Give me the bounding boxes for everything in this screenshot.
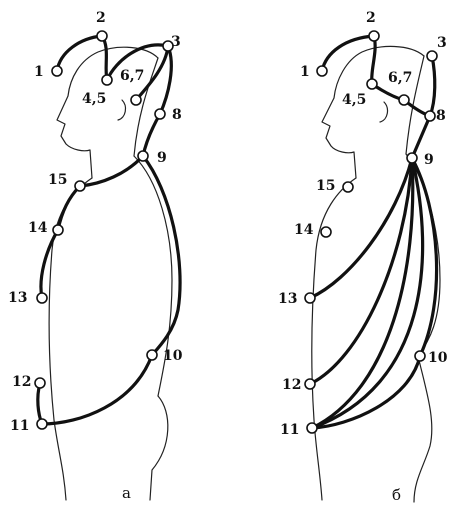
figure-b-label-4-5: 4,5: [342, 92, 366, 108]
figure-b-label-9: 9: [424, 152, 434, 168]
figure-b-label-2: 2: [366, 10, 376, 26]
figure-a-label-8: 8: [172, 107, 182, 123]
figure-b-label-11: 11: [280, 422, 299, 438]
figure-a-line-2-45: [102, 36, 107, 80]
figure-b-point-2: [369, 31, 379, 41]
figure-b-caption: б: [392, 486, 401, 504]
figure-b-point-14: [321, 227, 331, 237]
figure-b-label-1: 1: [300, 64, 310, 80]
figure-a-point-9: [138, 151, 148, 161]
figure-b-point-1: [317, 66, 327, 76]
figure-b-point-10: [415, 351, 425, 361]
figure-a-buttock: [150, 396, 168, 500]
figure-a-ear: [118, 100, 125, 120]
figure-b-line-1-2: [322, 36, 374, 71]
figure-b-buttock: [414, 356, 432, 502]
figure-b-label-8: 8: [436, 108, 446, 124]
figure-a-point-8: [155, 109, 165, 119]
figure-a-point-15: [75, 181, 85, 191]
figure-a-label-12: 12: [12, 374, 31, 390]
figure-b-label-10: 10: [428, 350, 448, 366]
figure-a-label-11: 11: [10, 418, 29, 434]
figure-a-label-9: 9: [157, 150, 167, 166]
figure-a-point-6-7: [131, 95, 141, 105]
figure-b-point-11: [307, 423, 317, 433]
figure-a-label-14: 14: [28, 220, 48, 236]
figure-a-caption: а: [122, 484, 131, 502]
figure-a-line-12-11: [38, 383, 42, 424]
figure-a-label-3: 3: [171, 34, 181, 50]
figure-a-point-14: [53, 225, 63, 235]
figure-a-line-9-10: [143, 156, 180, 355]
figure-b-point-9: [407, 153, 417, 163]
figure-b-point-4-5: [367, 79, 377, 89]
figure-b-label-14: 14: [294, 222, 314, 238]
figure-b-front-outline: [312, 178, 356, 500]
figure-a-point-1: [52, 66, 62, 76]
figure-a-point-2: [97, 31, 107, 41]
figure-b-line-9-11-outer: [312, 158, 423, 428]
figure-b-label-15: 15: [316, 178, 335, 194]
figure-a-line-15-14: [58, 186, 80, 230]
figure-b-label-13: 13: [278, 291, 297, 307]
figure-a-point-12: [35, 378, 45, 388]
figure-b-point-3: [427, 51, 437, 61]
figure-a-label-15: 15: [48, 172, 67, 188]
figure-a-point-11: [37, 419, 47, 429]
figure-a-label-10: 10: [163, 348, 183, 364]
figure-b-line-2-45: [372, 36, 375, 84]
figure-b-label-12: 12: [282, 377, 301, 393]
figure-a-label-6-7: 6,7: [120, 68, 144, 84]
figure-b-point-13: [305, 293, 315, 303]
figure-b-label-6-7: 6,7: [388, 70, 412, 86]
figure-a-label-2: 2: [96, 10, 106, 26]
figure-a-point-10: [147, 350, 157, 360]
figure-b-point-8: [425, 111, 435, 121]
figure-b-line-9-10: [412, 158, 437, 356]
figure-a-point-4-5: [102, 75, 112, 85]
figure-b-point-12: [305, 379, 315, 389]
figure-a-label-4-5: 4,5: [82, 91, 106, 107]
figure-a: 1 2 3 4,5 6,7 8 9 10 11 12 13 14 15 а: [8, 10, 183, 502]
figure-b-point-15: [343, 182, 353, 192]
figure-a-line-9-15: [80, 156, 143, 186]
figure-b: 1 2 3 4,5 6,7 8 9 10 11 12 13 14 15 б: [278, 10, 448, 504]
figure-b-point-6-7: [399, 95, 409, 105]
figure-b-label-3: 3: [437, 35, 447, 51]
figure-a-label-1: 1: [34, 64, 44, 80]
figure-b-ear: [380, 102, 387, 122]
figure-a-label-13: 13: [8, 290, 27, 306]
figure-b-line-3-8: [430, 56, 435, 116]
figure-a-point-13: [37, 293, 47, 303]
figure-a-line-11-10: [42, 355, 152, 424]
